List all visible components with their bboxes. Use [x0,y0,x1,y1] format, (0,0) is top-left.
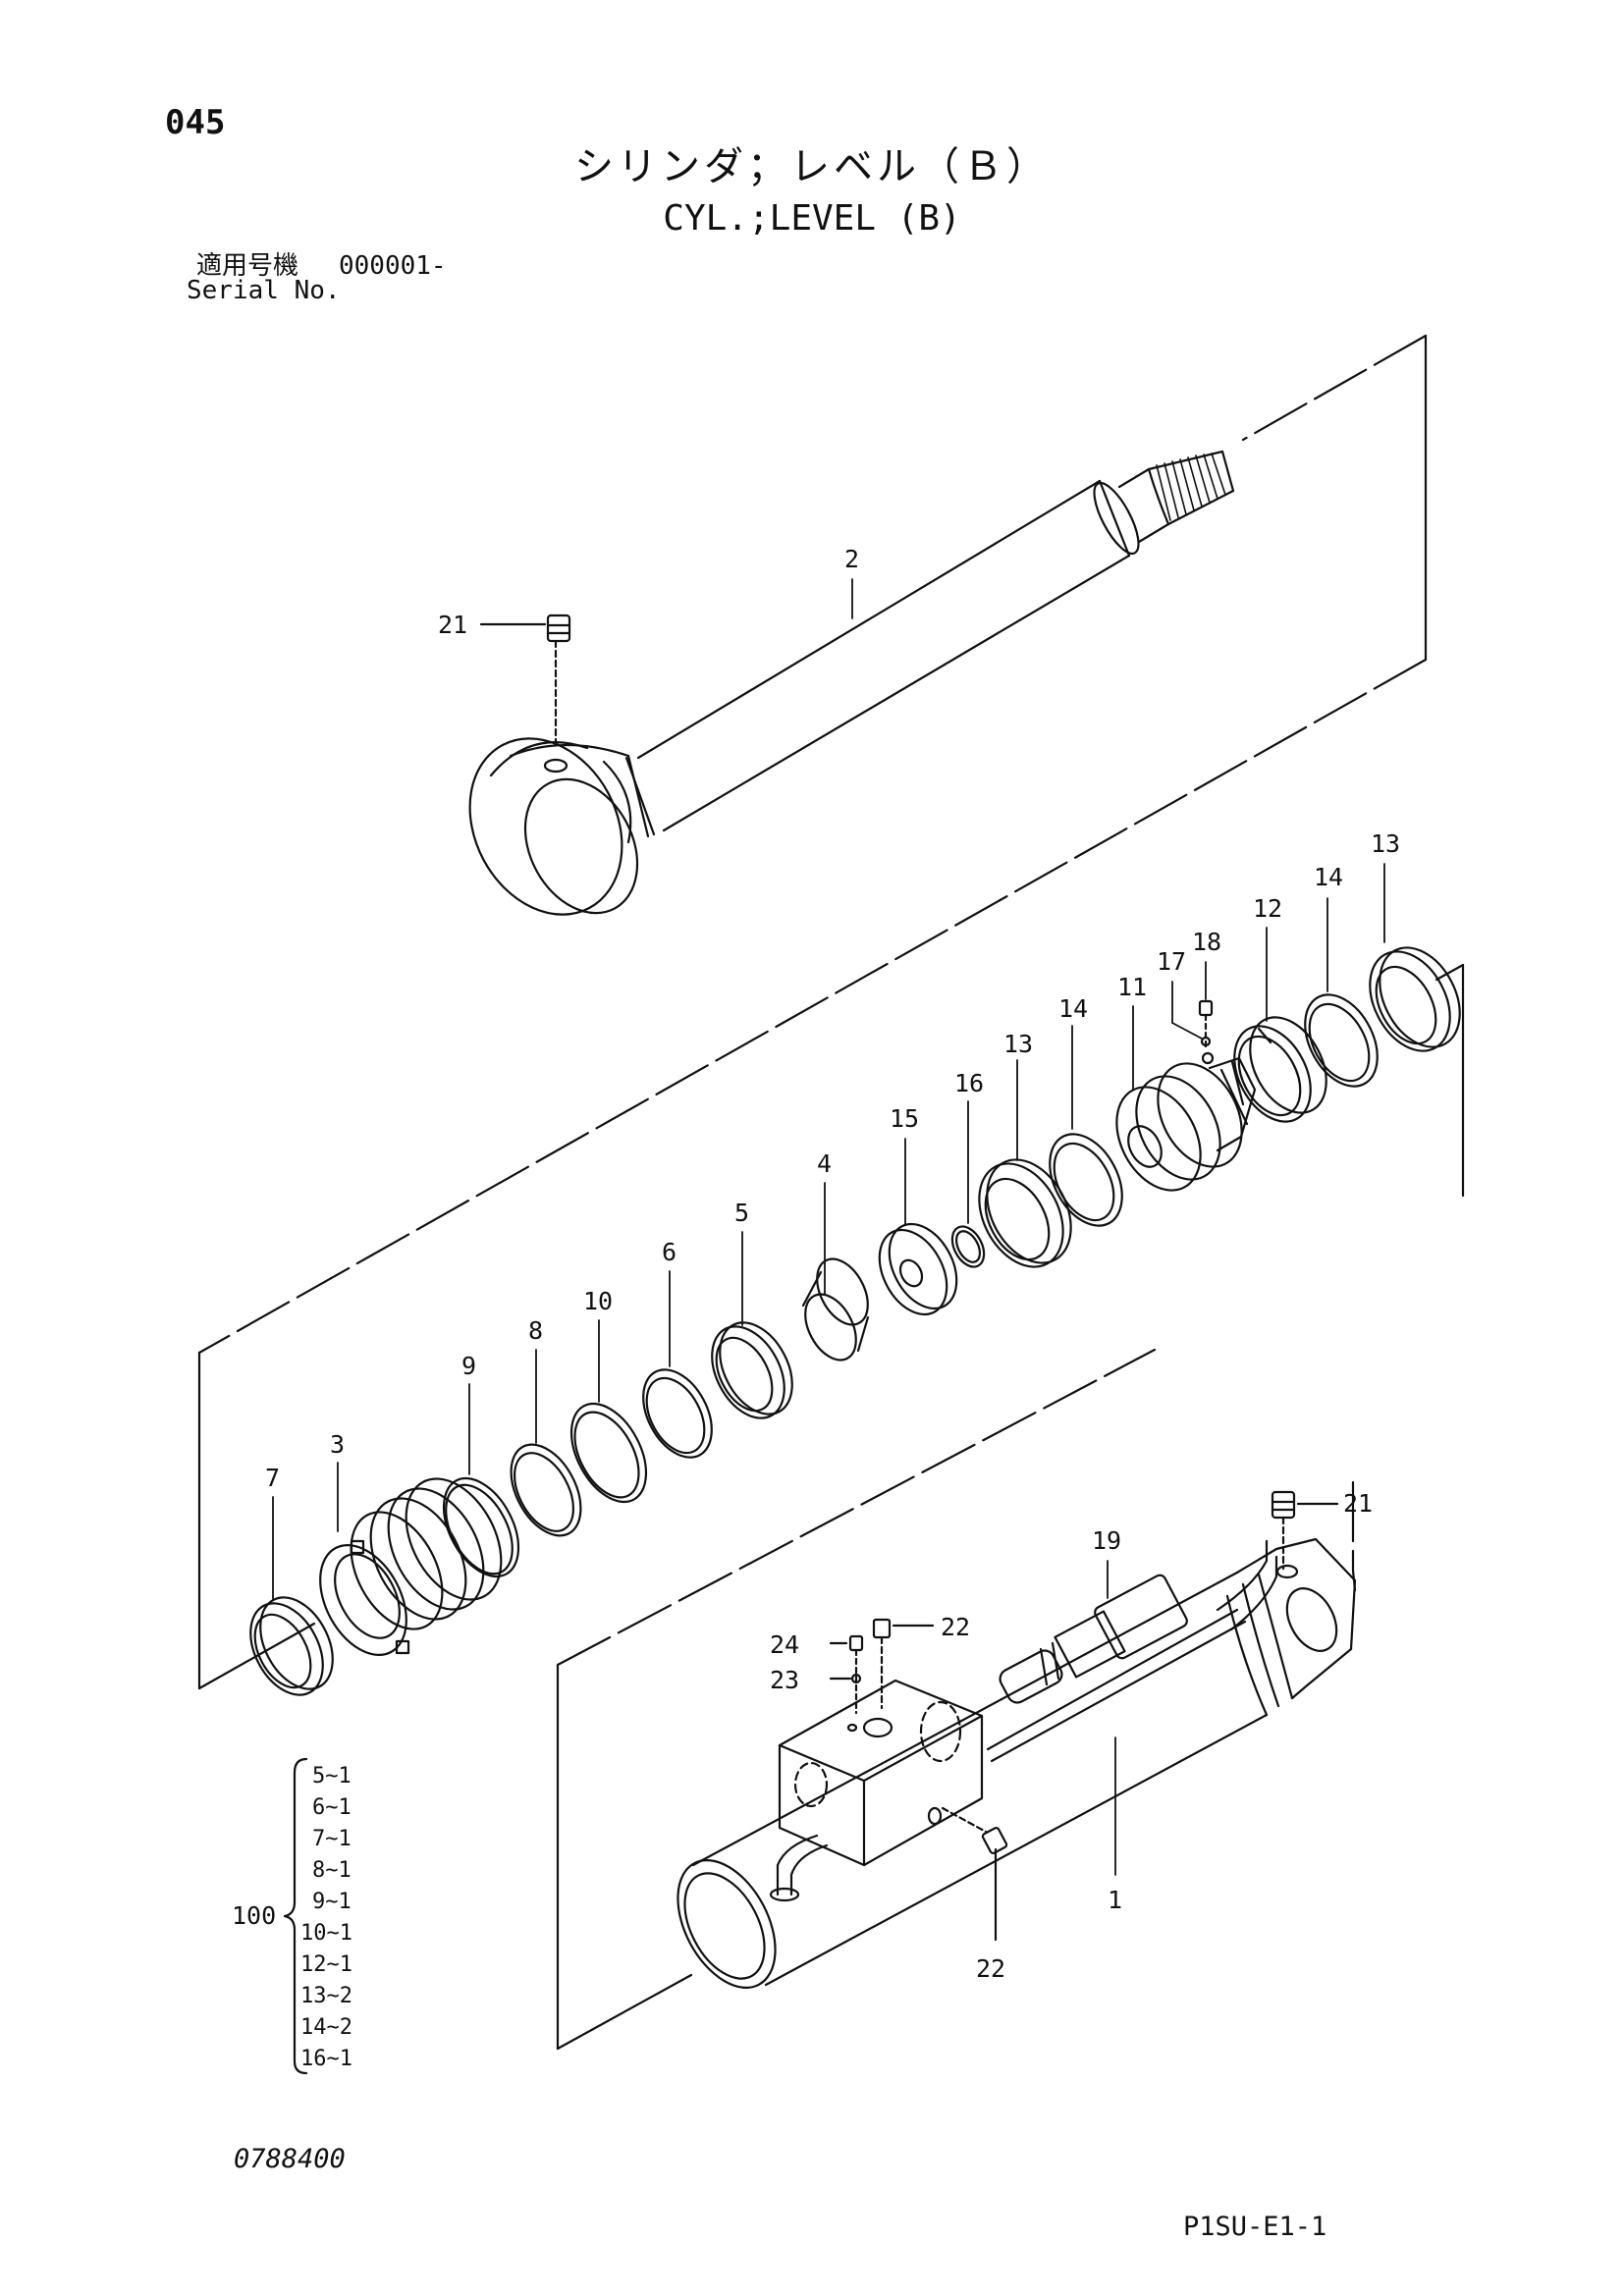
title-japanese: シリンダ；レベル（Ｂ） [574,144,1050,189]
callout-24: 24 [770,1630,799,1659]
callout-19: 19 [1092,1526,1121,1555]
drawing-number: 0788400 [234,2144,346,2174]
cushion-15 [878,1222,958,1316]
callout-6: 6 [662,1238,677,1266]
callout-5: 5 [734,1199,749,1227]
piston-rod [468,450,1235,916]
cylinder-tube [677,1537,1357,1989]
seal-5 [711,1321,793,1419]
callout-14: 14 [1314,863,1343,891]
ring-10 [569,1402,648,1504]
callout-10: 10 [583,1287,613,1315]
callout-16: 16 [954,1069,984,1097]
callout-22: 22 [941,1613,970,1641]
callout-21: 21 [438,611,467,639]
rod-panel-frame [197,334,1428,1355]
callout-21: 21 [1343,1489,1373,1518]
callout-23: 23 [770,1666,799,1694]
seal-13-right [1369,946,1461,1052]
ring-8 [510,1443,582,1537]
grease-nipple-top [479,614,571,746]
wear-ring-12 [1233,1016,1327,1123]
callout-13: 13 [1003,1030,1033,1058]
callout-15: 15 [890,1104,919,1133]
callout-9: 9 [461,1352,476,1380]
sheet-code: P1SU-E1-1 [1183,2212,1327,2242]
callout-22: 22 [976,1954,1005,1983]
callout-7: 7 [265,1464,280,1492]
ring-16 [950,1225,986,1268]
callout-14: 14 [1058,994,1088,1023]
bushing-4 [801,1257,870,1362]
serial-number-value: 000001- [339,251,447,281]
kit-item: 10~1 [300,1921,352,1946]
kit-item: 9~1 [312,1890,352,1914]
callout-2: 2 [844,545,859,573]
relief-valve-19 [999,1574,1188,1704]
leader-lines [272,578,1385,1876]
callout-12: 12 [1253,894,1282,923]
piston-11 [1115,1051,1257,1192]
kit-item: 12~1 [300,1952,352,1977]
seal-13-left [978,1158,1072,1268]
kit-item: 16~1 [300,2047,352,2071]
callout-11: 11 [1117,973,1147,1001]
ring-14-left [1049,1133,1123,1227]
kit-list: 100 5~1 6~1 7~1 8~1 9~1 10~1 12~1 13~2 1… [232,1764,352,2071]
parts-panel-frame [197,963,1465,1690]
oring-9 [442,1476,520,1578]
page-number: 045 [165,103,226,142]
callout-4: 4 [817,1149,832,1178]
title-english: CYL.;LEVEL (B) [663,198,961,239]
kit-item: 14~2 [300,2015,352,2040]
cylinder-head-3 [319,1477,503,1656]
serial-label-japanese: 適用号機 [196,251,299,281]
ring-6 [642,1368,713,1459]
callout-18: 18 [1192,928,1221,956]
plugs-22-23-24 [829,1618,1008,1942]
ring-14-right [1304,993,1379,1088]
dust-seal-7 [249,1596,334,1696]
kit-number: 100 [232,1901,276,1930]
kit-brace [283,1757,308,2075]
serial-label-english: Serial No. [187,276,341,305]
kit-item: 7~1 [312,1827,352,1851]
kit-item: 6~1 [312,1795,352,1820]
callout-3: 3 [330,1430,345,1459]
kit-item: 8~1 [312,1858,352,1883]
callout-labels: 21 2 13 14 12 18 17 11 14 13 16 15 4 5 6… [265,545,1400,1983]
rod-thread [1156,453,1226,521]
callout-1: 1 [1108,1886,1122,1914]
callout-17: 17 [1157,947,1186,976]
kit-item: 5~1 [312,1764,352,1789]
kit-item: 13~2 [300,1984,352,2008]
grease-nipple-bottom [1271,1490,1339,1571]
callout-8: 8 [528,1316,543,1345]
pin-17-screw-18 [1198,999,1214,1052]
callout-13: 13 [1371,829,1400,858]
tube-panel-frame [556,1348,1357,2051]
valve-block [769,1679,984,1902]
